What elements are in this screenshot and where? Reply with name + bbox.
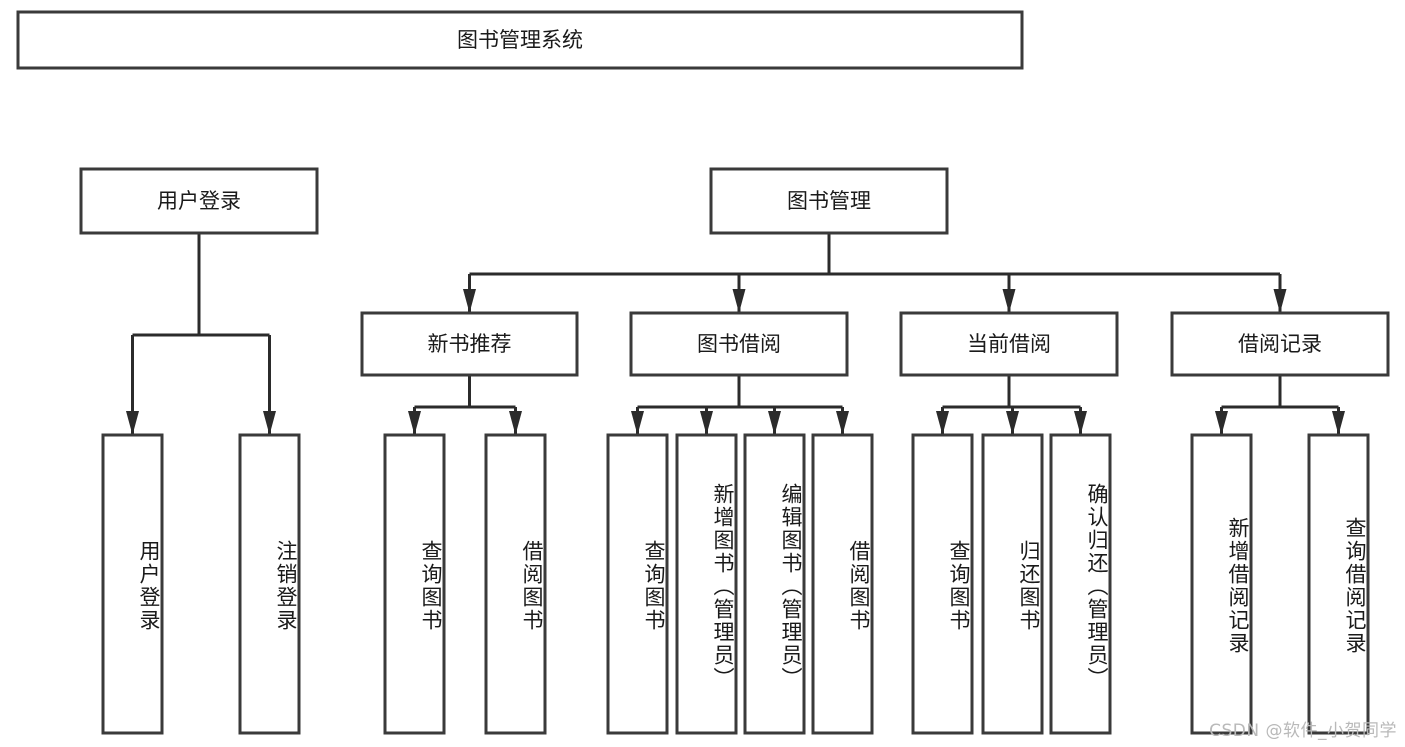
- arrow-head: [1002, 289, 1016, 313]
- node-box-nbr-borrow-book[interactable]: [484, 433, 547, 735]
- node-label-user-login: 用户登录: [157, 189, 241, 213]
- arrow-head: [126, 411, 139, 435]
- arrow-head: [463, 289, 476, 313]
- node-box-new-book-rec[interactable]: [360, 311, 579, 377]
- node-box-cb-query-book[interactable]: [911, 433, 974, 735]
- arrow-head: [936, 411, 949, 435]
- node-label-book-borrow: 图书借阅: [697, 332, 781, 356]
- arrow-head: [732, 289, 746, 313]
- arrow-head: [509, 411, 522, 435]
- node-box-current-borrow[interactable]: [899, 311, 1119, 377]
- node-box-leaf-user-logout[interactable]: [238, 433, 301, 735]
- node-box-cb-return-book[interactable]: [981, 433, 1044, 735]
- node-box-bb-query-book[interactable]: [606, 433, 669, 735]
- node-box-user-login[interactable]: [79, 167, 319, 235]
- node-box-bb-edit-book[interactable]: [743, 433, 806, 735]
- node-label-book-management: 图书管理: [787, 189, 871, 213]
- node-box-root[interactable]: [16, 10, 1024, 70]
- arrow-head: [263, 411, 276, 435]
- connectors-layer: [126, 233, 1345, 435]
- node-label-borrow-record: 借阅记录: [1238, 332, 1322, 356]
- node-box-book-management[interactable]: [709, 167, 949, 235]
- arrow-head: [1006, 411, 1019, 435]
- node-box-bb-borrow-book[interactable]: [811, 433, 874, 735]
- arrow-head: [700, 411, 713, 435]
- arrow-head: [408, 411, 421, 435]
- node-box-nbr-query-book[interactable]: [383, 433, 446, 735]
- node-box-borrow-record[interactable]: [1170, 311, 1390, 377]
- node-box-book-borrow[interactable]: [629, 311, 849, 377]
- node-box-cb-confirm-return[interactable]: [1049, 433, 1112, 735]
- node-label-current-borrow: 当前借阅: [967, 332, 1051, 356]
- arrow-head: [768, 411, 781, 435]
- arrow-head: [1215, 411, 1228, 435]
- node-box-leaf-user-login[interactable]: [101, 433, 164, 735]
- node-label-root: 图书管理系统: [457, 28, 583, 52]
- node-box-br-add-record[interactable]: [1190, 433, 1253, 735]
- arrow-head: [1332, 411, 1345, 435]
- csdn-watermark: CSDN @软件_小贺同学: [1209, 721, 1397, 741]
- node-box-bb-add-book[interactable]: [675, 433, 738, 735]
- arrow-head: [836, 411, 849, 435]
- node-label-new-book-rec: 新书推荐: [428, 332, 512, 356]
- arrow-head: [1273, 289, 1287, 313]
- arrow-head: [1074, 411, 1087, 435]
- boxes-layer: [16, 10, 1390, 735]
- arrow-head: [631, 411, 644, 435]
- node-box-br-query-record[interactable]: [1307, 433, 1370, 735]
